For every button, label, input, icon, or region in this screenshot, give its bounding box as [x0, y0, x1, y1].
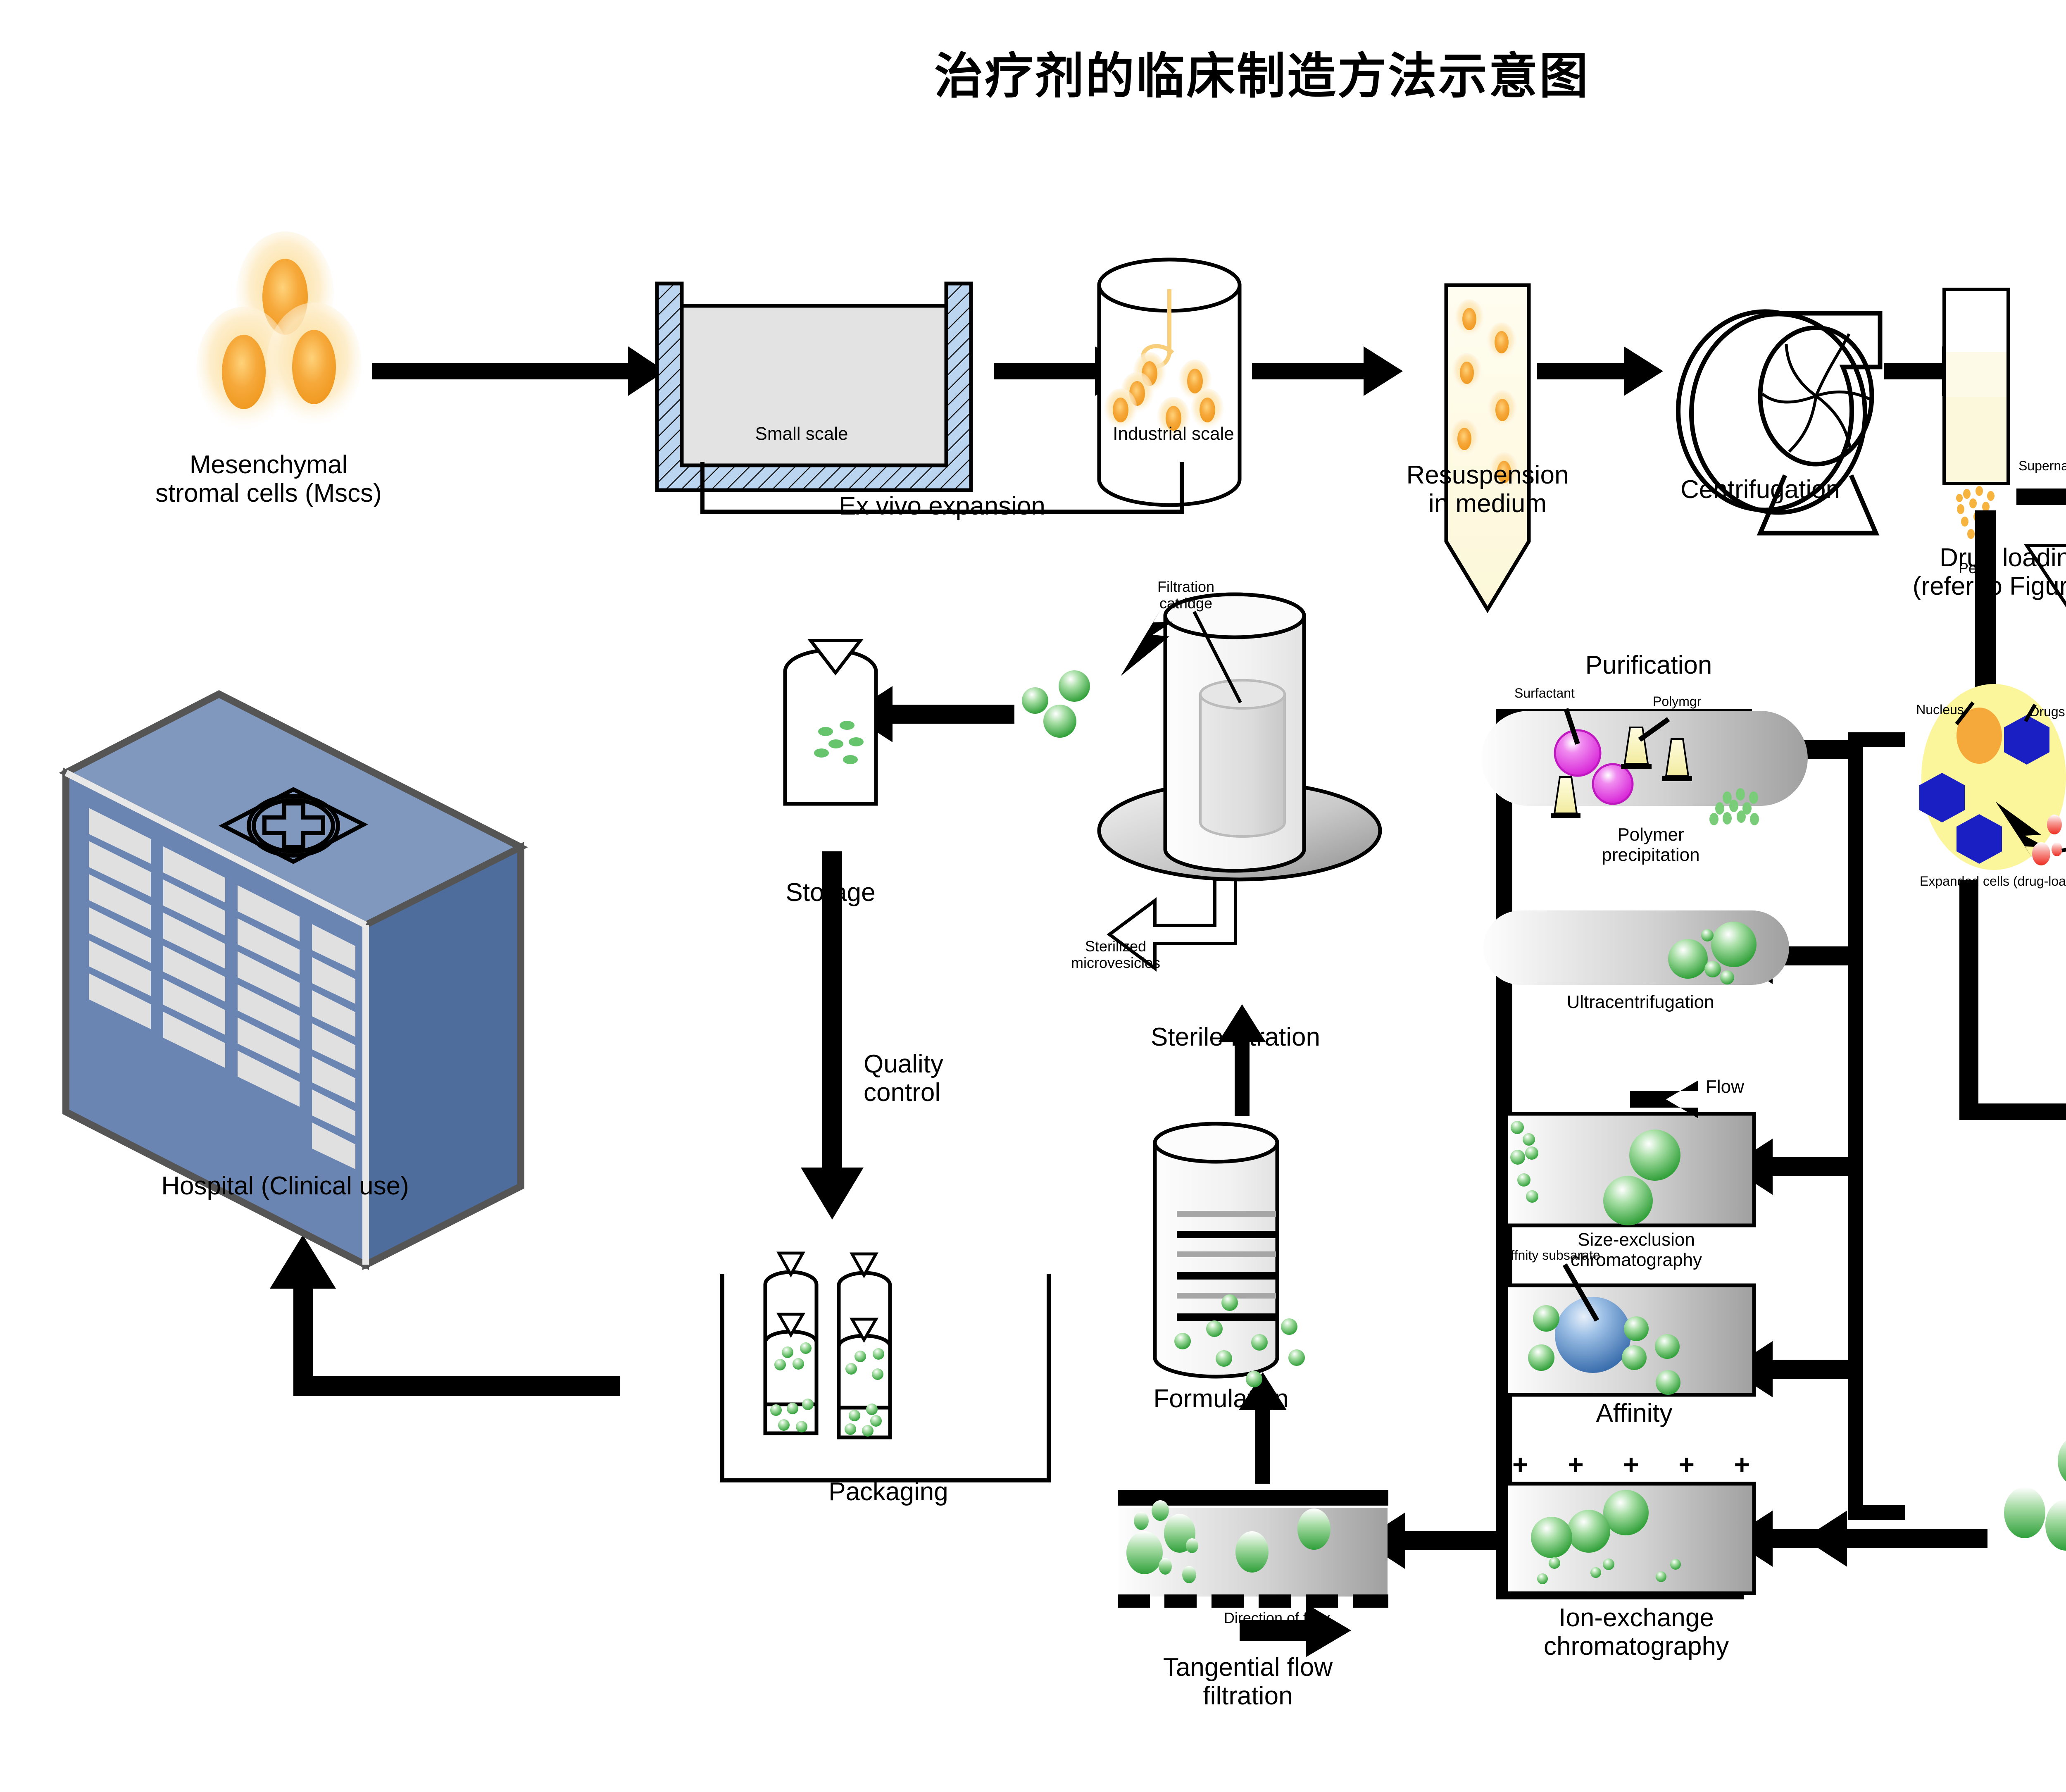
purification-heading: Purification: [1585, 651, 1712, 679]
packaging-label: Packaging: [828, 1477, 948, 1506]
affinity-column: [1504, 1263, 1756, 1397]
flow-arrow: [1630, 1080, 1698, 1118]
direction-of-flow-label: Direction of flow: [1223, 1609, 1330, 1626]
arrow-filtration-to-storage: [849, 686, 1014, 742]
sterilized-microvesicles-arrow: [1107, 878, 1237, 972]
centrifuge-icon-1: [1676, 309, 1883, 536]
formulation-beaker: [1153, 1122, 1305, 1387]
surfactant-label: Surfactant: [1514, 686, 1575, 701]
hospital-windows: [89, 808, 355, 1169]
green-mvs-before-filter: [1022, 670, 1090, 738]
ion-exchange-label: Ion-exchange chromatography: [1543, 1604, 1729, 1661]
mscs-cell-cluster: [196, 231, 362, 429]
size-exclusion-label: Size-exclusion chromatography: [1571, 1230, 1702, 1270]
quality-control-label: Quality control: [864, 1050, 943, 1107]
ex-vivo-expansion-bracket: [700, 462, 1184, 514]
direction-of-flow-arrow: [1240, 1604, 1351, 1657]
packaged-bag-1: [763, 1251, 819, 1435]
connector-cell-to-drugloaded-mvs: [1959, 880, 2066, 1120]
arrow-greenmvs-to-ionexchange: [1804, 1511, 1987, 1567]
storage-label: Storage: [785, 878, 876, 907]
packaging-box: [720, 1251, 1051, 1482]
arrow-ionexchange-to-tff: [1361, 1513, 1496, 1569]
ion-charge: +: [1678, 1449, 1695, 1480]
pellet-label: Pellet: [1958, 560, 1996, 577]
centrifugation-label: Centrifugation: [1680, 475, 1840, 504]
arrow-formulation-to-sterilefiltration: [1218, 1004, 1266, 1116]
supernatant-label: Supernatant: [2018, 458, 2066, 473]
ultracentrifugation-label: Ultracentrifugation: [1566, 992, 1714, 1012]
tangential-flow-label: Tangential flow filtration: [1163, 1653, 1333, 1711]
page-title: 治疗剂的临床制造方法示意图: [934, 49, 1590, 104]
arrow-packaging-to-hospital: [270, 1235, 620, 1396]
resuspension-tube: [1444, 283, 1531, 613]
expanded-cells-label: Expanded cells (drug-loaded): [1919, 874, 2066, 889]
arrow-storage-to-packaging: [801, 851, 864, 1220]
storage-bag: [783, 639, 878, 806]
pellet-tube: [1942, 288, 2066, 608]
mscs-label: Mesenchymal stromal cells (Mscs): [155, 450, 382, 508]
ion-charge-row: + + + + +: [1512, 1449, 1750, 1480]
cartridge-leader-line: [1192, 611, 1242, 703]
ion-exchange-column: [1504, 1482, 1756, 1595]
industrial-scale-label: Industrial scale: [1113, 424, 1234, 444]
size-exclusion-column: [1504, 1080, 1756, 1227]
hospital-cross-emblem: [219, 787, 368, 864]
resuspension-label: Resuspension in medium: [1406, 461, 1569, 518]
ion-charge: +: [1512, 1449, 1528, 1480]
drug-loading-left-label: Drug loading (refer to Figure 3): [1912, 543, 2066, 601]
filtration-cartridge-label: Filtration catridge: [1157, 578, 1215, 612]
hospital-label: Hospital (Clinical use): [161, 1172, 409, 1200]
hospital-building: [59, 690, 528, 1270]
tff-module: [1118, 1490, 1388, 1657]
sterile-filtration-label: Sterile filtration: [1150, 1023, 1321, 1051]
drugs-label: Drugs: [2030, 704, 2065, 719]
ultracentrifugation-gel: [1483, 910, 1789, 985]
formulation-label: Formulation: [1153, 1385, 1289, 1413]
ion-charge: +: [1734, 1449, 1750, 1480]
ion-charge: +: [1623, 1449, 1639, 1480]
green-mvs-cluster: [2004, 1440, 2066, 1551]
sterile-filtration-unit: [1022, 592, 1382, 972]
ex-vivo-expansion-label: Ex vivo expansion: [839, 492, 1045, 520]
polymer-callout-label: Polymgr: [1653, 694, 1702, 709]
packaged-bag-2: [837, 1252, 892, 1439]
arrow-industrial-to-resuspension: [1252, 346, 1403, 396]
nucleus-label: Nucleus: [1916, 702, 1964, 717]
ion-charge: +: [1568, 1449, 1584, 1480]
polymer-precipitation-gel: [1481, 708, 1808, 825]
arrow-pellet-to-microscope: [2016, 489, 2066, 505]
sterilized-microvesicles-label: Sterilized microvesicles: [1071, 938, 1161, 972]
industrial-scale-bioreactor: [1097, 257, 1242, 507]
arrow-tff-to-formulation: [1239, 1372, 1287, 1484]
arrow-drugloading-left: [1952, 510, 2018, 808]
small-scale-flask: [655, 281, 973, 492]
small-scale-label: Small scale: [755, 424, 848, 444]
arrow-resuspension-to-centrifugation: [1537, 346, 1663, 396]
drug-loaded-mvs-label: Drug-loaded Mvs: [2060, 1234, 2066, 1262]
affinity-substrate-label: Affnity subsarate: [1502, 1248, 1600, 1263]
flow-label: Flow: [1706, 1077, 1744, 1097]
affinity-label: Affinity: [1596, 1399, 1673, 1427]
polymer-precipitation-label: Polymer precipitation: [1602, 825, 1700, 865]
expanded-cell-drug-loaded: [1919, 684, 2066, 870]
arrow-mscs-to-smallscale: [372, 346, 665, 396]
